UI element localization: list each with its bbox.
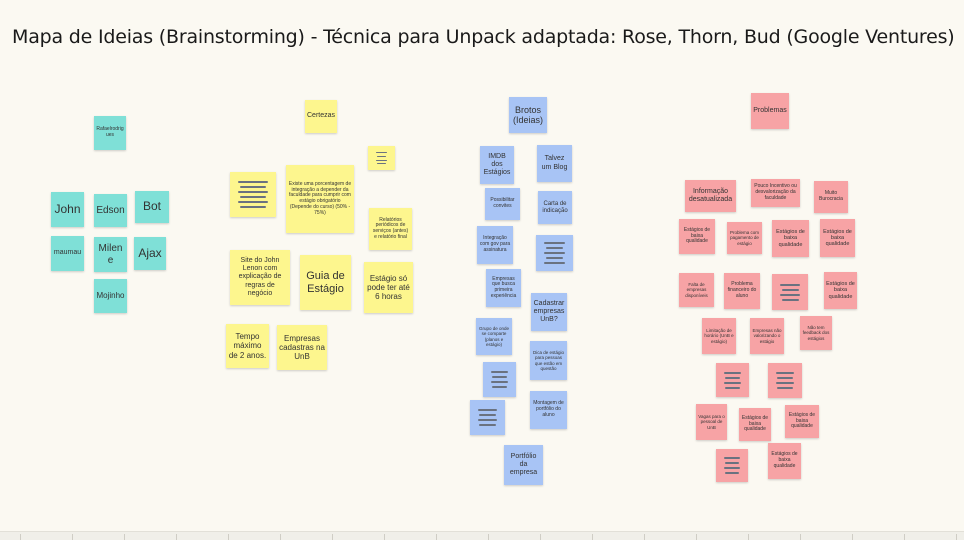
footer-tick bbox=[696, 534, 697, 540]
sticky-note-bud[interactable]: Possibilitar convites bbox=[485, 188, 520, 220]
sticky-note-thorn[interactable]: Estágios de baixa qualidade bbox=[679, 219, 715, 254]
sticky-note-bud[interactable]: IMDB dos Estágios bbox=[480, 146, 514, 184]
sticky-note-thorn[interactable]: Limitação de horário (UnB e estágio) bbox=[702, 318, 736, 354]
board-title: Mapa de Ideias (Brainstorming) - Técnica… bbox=[12, 26, 955, 48]
sticky-note-bud[interactable]: Carta de indicação bbox=[538, 191, 572, 224]
sticky-note-thorns-header[interactable]: Problemas bbox=[751, 93, 789, 129]
footer-tick bbox=[124, 534, 125, 540]
sticky-note-thorn[interactable]: Vagas para o pessoal de UnB bbox=[696, 404, 727, 440]
sticky-note-collapsed[interactable] bbox=[368, 146, 395, 170]
board-bottom-bar bbox=[0, 531, 964, 540]
footer-tick bbox=[644, 534, 645, 540]
sticky-note-thorn[interactable]: Empresas não valorizando o estágio bbox=[750, 318, 784, 354]
sticky-note-thorn[interactable]: Falta de empresas disponíveis bbox=[679, 273, 714, 307]
footer-tick bbox=[488, 534, 489, 540]
sticky-note-participant[interactable]: maumau bbox=[51, 236, 84, 271]
sticky-note-thorn[interactable]: Problema com pagamento de estágio bbox=[727, 222, 762, 254]
footer-tick bbox=[72, 534, 73, 540]
sticky-note-rose[interactable]: Estágio só pode ter até 6 horas bbox=[364, 262, 413, 313]
sticky-note-collapsed[interactable] bbox=[768, 363, 802, 398]
sticky-note-bud[interactable]: Montagem de portfólio do aluno bbox=[530, 391, 567, 429]
sticky-note-collapsed[interactable] bbox=[716, 363, 749, 397]
footer-tick bbox=[800, 534, 801, 540]
sticky-note-collapsed[interactable] bbox=[470, 400, 505, 435]
footer-tick bbox=[20, 534, 21, 540]
sticky-note-thorn[interactable]: Estágios de baixa qualidade bbox=[772, 220, 809, 257]
sticky-note-bud[interactable]: Cadastrar empresas UnB? bbox=[531, 293, 567, 331]
sticky-note-participant[interactable]: Bot bbox=[135, 191, 169, 223]
sticky-note-bud[interactable]: Grupo de onde se comparte (planos e está… bbox=[476, 318, 512, 355]
sticky-note-collapsed[interactable] bbox=[772, 274, 808, 310]
sticky-note-participant[interactable]: Milene bbox=[94, 237, 127, 272]
sticky-note-bud[interactable]: Empresas que busca primeira experiência bbox=[486, 269, 521, 307]
sticky-note-thorn[interactable]: Não tem feedback dos estágios bbox=[800, 316, 832, 350]
footer-tick bbox=[176, 534, 177, 540]
sticky-note-collapsed[interactable] bbox=[536, 235, 573, 271]
sticky-note-thorn[interactable]: Problema financeiro do aluno bbox=[724, 273, 760, 309]
sticky-note-bud[interactable]: Portfólio da empresa bbox=[504, 445, 543, 485]
sticky-note-rose[interactable]: Guia de Estágio bbox=[300, 255, 351, 310]
sticky-note-participant[interactable]: Mojinho bbox=[94, 279, 127, 313]
sticky-note-thorn[interactable]: Estágios de baixa qualidade bbox=[785, 405, 819, 438]
sticky-note-rose[interactable]: Site do John Lenon com explicação de reg… bbox=[230, 250, 290, 305]
sticky-note-thorn[interactable]: Muito Burocracia bbox=[814, 181, 848, 213]
sticky-note-rose[interactable]: Existe uma porcentagem de integração a d… bbox=[286, 165, 354, 233]
footer-tick bbox=[280, 534, 281, 540]
sticky-note-participant[interactable]: Edson bbox=[94, 194, 127, 227]
sticky-note-roses-header[interactable]: Certezas bbox=[305, 100, 337, 133]
sticky-note-participants-header[interactable]: Rafaelrodrigues bbox=[94, 116, 126, 150]
sticky-note-thorn[interactable]: Estágios de baixa qualidade bbox=[824, 272, 857, 309]
footer-tick bbox=[956, 534, 957, 540]
footer-tick bbox=[540, 534, 541, 540]
sticky-note-thorn[interactable]: Estágios de baixa qualidade bbox=[739, 408, 771, 441]
sticky-note-collapsed[interactable] bbox=[716, 449, 748, 482]
footer-tick bbox=[904, 534, 905, 540]
sticky-note-thorn[interactable]: Pouco Incentivo ou desvalorização da fac… bbox=[751, 179, 800, 207]
sticky-note-bud[interactable]: Talvez um Blog bbox=[537, 145, 572, 182]
sticky-note-bud[interactable]: Dica de estágio para pessoas que estão e… bbox=[530, 341, 567, 380]
sticky-note-rose[interactable]: Relatórios periódicos de serviços (antes… bbox=[369, 208, 412, 250]
footer-tick bbox=[332, 534, 333, 540]
sticky-note-bud[interactable]: Integração com gov para assinatura bbox=[477, 226, 513, 264]
sticky-note-participant[interactable]: John bbox=[51, 192, 84, 227]
sticky-note-rose[interactable]: Empresas cadastras na UnB bbox=[277, 325, 327, 370]
footer-tick bbox=[748, 534, 749, 540]
sticky-note-buds-header[interactable]: Brotos (Ideias) bbox=[509, 97, 547, 133]
sticky-note-thorn[interactable]: Informação desatualizada bbox=[685, 180, 736, 212]
footer-tick bbox=[228, 534, 229, 540]
sticky-note-thorn[interactable]: Estágios de baixa qualidade bbox=[820, 219, 855, 257]
footer-tick bbox=[384, 534, 385, 540]
sticky-note-thorn[interactable]: Estágios de baixa qualidade bbox=[768, 443, 801, 479]
sticky-note-participant[interactable]: Ajax bbox=[134, 237, 166, 270]
sticky-note-collapsed[interactable] bbox=[483, 362, 516, 397]
footer-tick bbox=[592, 534, 593, 540]
footer-tick bbox=[852, 534, 853, 540]
footer-tick bbox=[436, 534, 437, 540]
sticky-note-rose[interactable]: Tempo máximo de 2 anos. bbox=[226, 324, 269, 368]
sticky-note-collapsed[interactable] bbox=[230, 172, 276, 217]
